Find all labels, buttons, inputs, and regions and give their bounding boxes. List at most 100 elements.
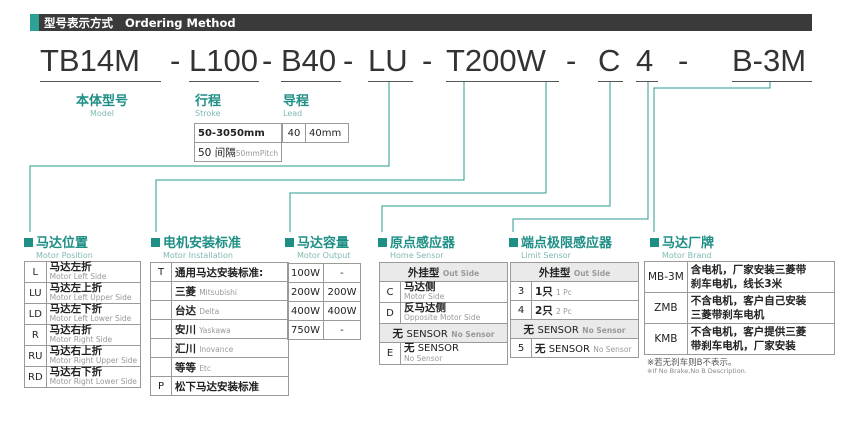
header-title: 型号表示方式 Ordering Method bbox=[44, 15, 236, 31]
square-icon bbox=[509, 238, 518, 247]
limit-sensor-title: 端点极限感应器 Limit Sensor bbox=[509, 232, 612, 260]
code-motor-output: T200W bbox=[446, 43, 546, 78]
motor-output-title-cn: 马达容量 bbox=[297, 236, 350, 251]
square-icon bbox=[650, 238, 659, 247]
label-model: 本体型号 Model bbox=[70, 90, 134, 118]
home-sensor-title-cn: 原点感应器 bbox=[390, 236, 456, 251]
stroke-pitch-en: 50mmPitch bbox=[235, 148, 279, 158]
table-row: 外挂型 Out Side bbox=[379, 262, 508, 282]
table-row: 汇川 Inovance bbox=[150, 338, 289, 358]
brand-cn: 安川 bbox=[175, 323, 196, 336]
row-line1: 不含电机，客户自己安装 bbox=[690, 295, 807, 307]
label-lead-cn: 导程 bbox=[283, 94, 310, 109]
row-en: Motor Right Upper Side bbox=[49, 356, 138, 365]
underline-home-sensor bbox=[598, 81, 623, 82]
row-cn: 马达右上折 bbox=[49, 345, 103, 357]
table-row: 无 SENSOR No Sensor bbox=[510, 319, 639, 339]
row-en: Motor Right Side bbox=[49, 335, 113, 344]
motor-brand-title-cn: 马达厂牌 bbox=[662, 236, 715, 251]
brand-en: Delta bbox=[199, 306, 220, 316]
none-text: SENSOR bbox=[406, 328, 448, 340]
brand-en: Mitsubishi bbox=[199, 287, 237, 297]
row-en: No Sensor bbox=[404, 354, 443, 363]
code-model: TB14M bbox=[40, 43, 140, 78]
code-stroke: L100 bbox=[189, 43, 258, 78]
row-en: Motor Left Upper Side bbox=[49, 293, 132, 302]
motor-position-title-cn: 马达位置 bbox=[36, 236, 89, 251]
row-key: 3 bbox=[510, 281, 532, 301]
none-text: SENSOR bbox=[537, 324, 579, 336]
row-en: Motor Right Lower Side bbox=[49, 377, 137, 386]
stroke-pitch: 50 间隔50mmPitch bbox=[193, 142, 283, 162]
label-lead: 导程 Lead bbox=[283, 90, 309, 118]
row-key: C bbox=[379, 281, 401, 303]
underline-motor-brand bbox=[732, 81, 812, 82]
motor-position-title: 马达位置 Motor Position bbox=[24, 232, 93, 260]
code-dash-6: - bbox=[678, 43, 689, 78]
row-cn: 2只 bbox=[535, 304, 553, 317]
underline-limit-sensor bbox=[636, 81, 658, 82]
row-value: 200W bbox=[322, 282, 361, 302]
square-icon bbox=[285, 238, 294, 247]
brand-cn: 台达 bbox=[175, 304, 196, 317]
motor-brand-title: 马达厂牌 Motor Brand bbox=[650, 232, 714, 260]
square-icon bbox=[378, 238, 387, 247]
row-cn: 反马达侧 bbox=[404, 302, 446, 314]
row-text: SENSOR bbox=[417, 343, 460, 354]
header-en: Out Side bbox=[442, 268, 480, 278]
motor-output-title: 马达容量 Motor Output bbox=[285, 232, 350, 260]
row-line2: 带刹车电机，厂家安装 bbox=[690, 340, 796, 352]
row-key: R bbox=[24, 324, 47, 346]
header-cn: 外挂型 bbox=[538, 266, 571, 279]
lead-key: 40 bbox=[282, 123, 306, 143]
label-model-en: Model bbox=[89, 109, 115, 118]
row-key: LU bbox=[24, 282, 47, 304]
table-row: 无 SENSOR No Sensor bbox=[379, 323, 508, 343]
brand-en: Inovance bbox=[199, 344, 234, 354]
row-key: RD bbox=[24, 366, 47, 388]
code-limit-sensor: 4 bbox=[636, 43, 654, 78]
connector-motor-position bbox=[29, 82, 390, 232]
table-row: 三菱 Mitsubishi bbox=[150, 281, 289, 301]
motor-position-title-en: Motor Position bbox=[36, 251, 93, 260]
motor-brand-note-cn: ※若无刹车则B不表示。 bbox=[647, 358, 737, 368]
row-key: 4 bbox=[510, 300, 532, 320]
connector-limit-sensor bbox=[512, 82, 649, 232]
row-en: Opposite Motor Side bbox=[404, 313, 481, 322]
row-cn: 通用马达安装标准: bbox=[171, 262, 289, 282]
row-cn: 马达左下折 bbox=[49, 303, 103, 315]
row-key: 100W bbox=[287, 263, 324, 283]
row-cn: 马达侧 bbox=[404, 281, 436, 293]
motor-install-title-cn: 电机安装标准 bbox=[163, 236, 242, 251]
table-row: 安川 Yaskawa bbox=[150, 319, 289, 339]
square-icon bbox=[151, 238, 160, 247]
limit-sensor-title-en: Limit Sensor bbox=[521, 251, 571, 260]
motor-brand-note-en: ※If No Brake,No B Description. bbox=[647, 367, 747, 375]
row-key: 5 bbox=[510, 338, 532, 358]
code-home-sensor: C bbox=[598, 43, 621, 78]
row-key: ZMB bbox=[644, 292, 688, 324]
row-en: Motor Side bbox=[404, 292, 445, 301]
motor-output-title-en: Motor Output bbox=[297, 251, 351, 260]
underline-stroke bbox=[189, 81, 259, 82]
home-sensor-title: 原点感应器 Home Sensor bbox=[378, 232, 455, 260]
row-value: - bbox=[322, 320, 361, 340]
code-dash-2: - bbox=[262, 43, 273, 78]
row-en: 2 Pc bbox=[556, 306, 572, 316]
row-key: T bbox=[150, 262, 172, 282]
code-dash-3: - bbox=[343, 43, 354, 78]
limit-sensor-title-cn: 端点极限感应器 bbox=[521, 236, 613, 251]
row-en: Motor Left Lower Side bbox=[49, 314, 132, 323]
motor-brand-title-en: Motor Brand bbox=[662, 251, 712, 260]
row-key: D bbox=[379, 302, 401, 324]
